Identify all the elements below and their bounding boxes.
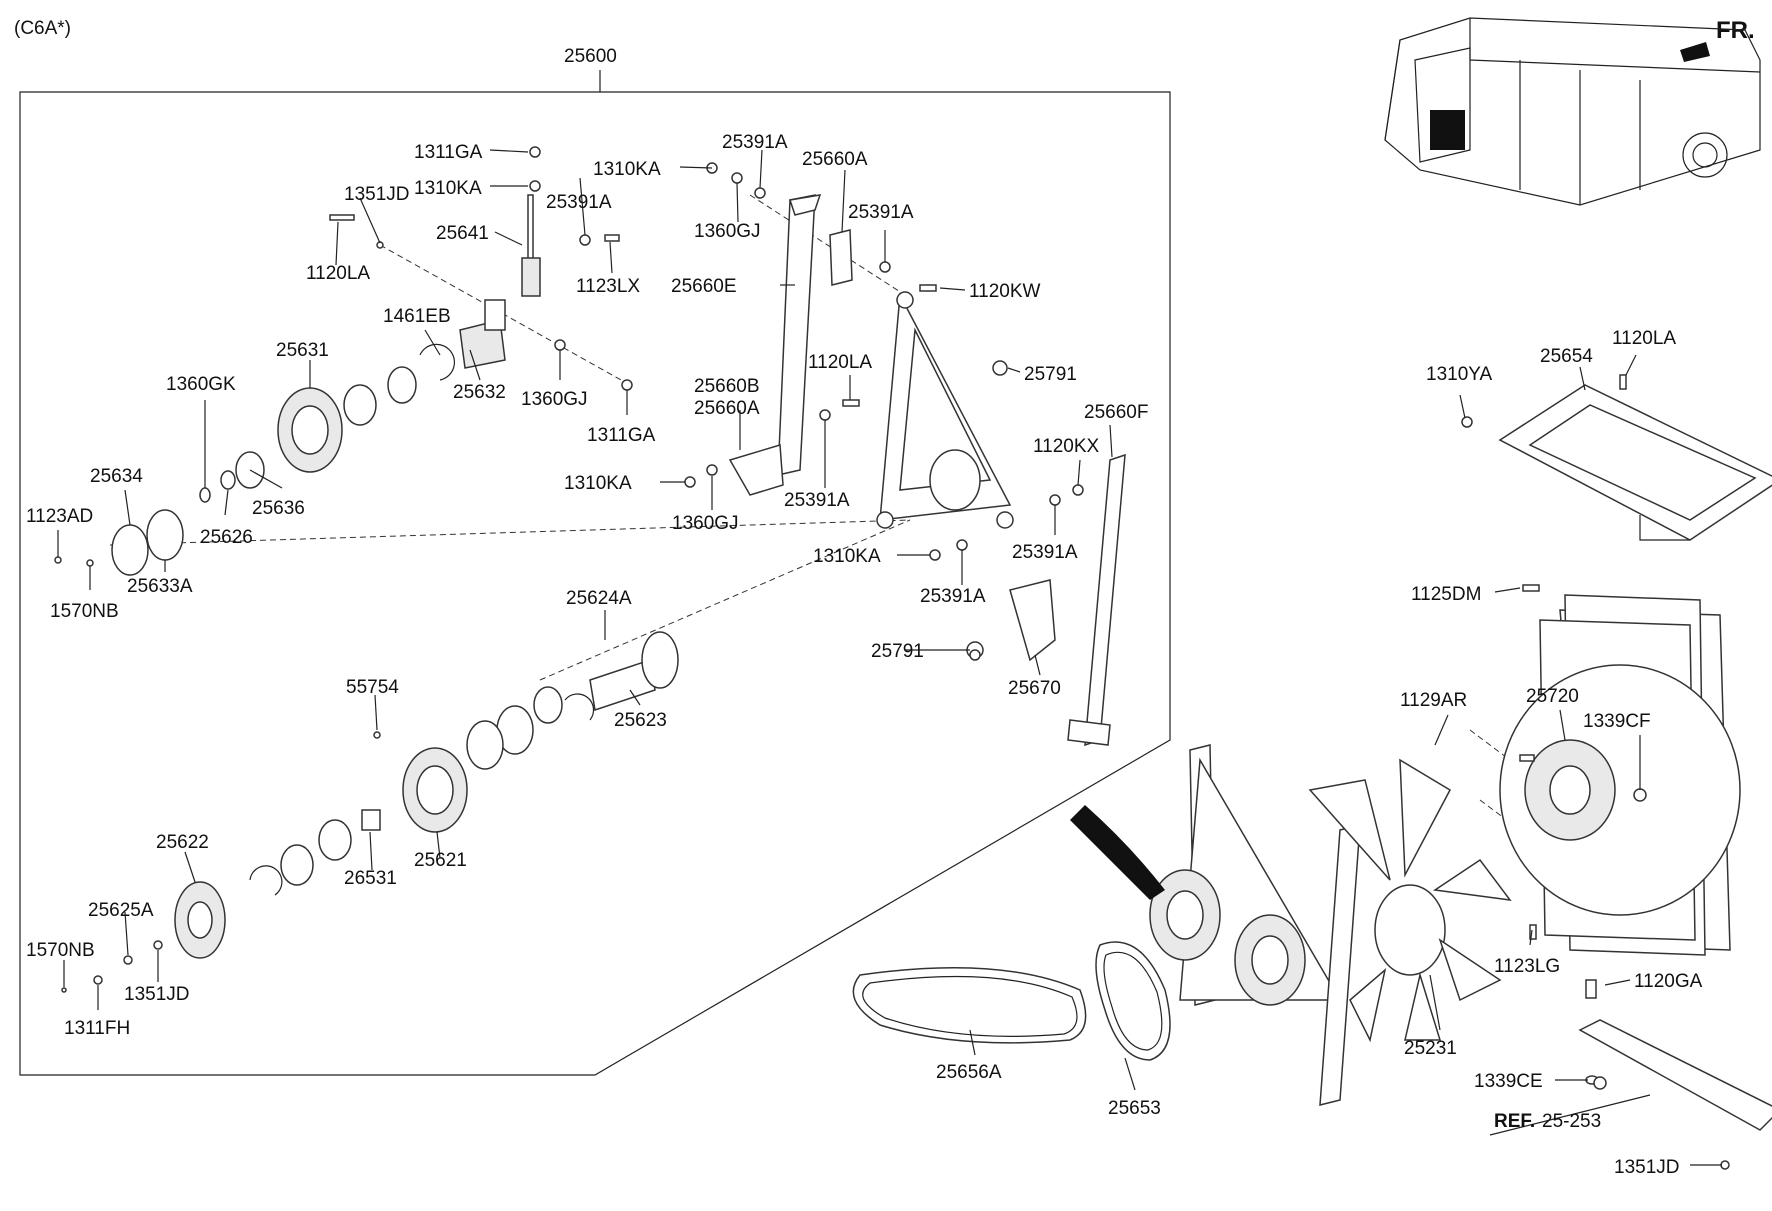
label-1360GJ-c: 1360GJ (672, 513, 739, 534)
label-25791-a: 25791 (1024, 364, 1077, 385)
part-tensioner-arm-frame (876, 291, 1014, 529)
label-26531: 26531 (344, 868, 397, 889)
label-1125DM: 1125DM (1411, 584, 1481, 605)
label-25633A: 25633A (127, 576, 193, 597)
part-belt-25653 (1095, 941, 1171, 1061)
label-1120KW: 1120KW (969, 281, 1041, 302)
label-1310KA-b: 1310KA (593, 159, 661, 180)
label-25624A: 25624A (566, 588, 632, 609)
label-1351JD-top: 1351JD (344, 184, 410, 205)
part-bracket-25660E (777, 194, 822, 476)
label-1310KA-top: 1310KA (414, 178, 482, 199)
label-1120LA-mid: 1120LA (808, 352, 872, 373)
label-25654: 25654 (1540, 346, 1593, 367)
label-25641: 25641 (436, 223, 489, 244)
label-25631: 25631 (276, 340, 329, 361)
variant-code: (C6A*) (14, 18, 71, 39)
part-fan-clutch-25720 (1524, 739, 1616, 841)
label-1311GA-b: 1311GA (587, 425, 656, 446)
label-1311GA-top: 1311GA (414, 142, 483, 163)
part-bearing-set-left (54, 451, 265, 576)
part-radiator-upper-frame-25654 (1498, 384, 1772, 541)
label-25660A-mid: 25660A (694, 398, 760, 419)
label-1351JD-b: 1351JD (124, 984, 190, 1005)
label-25720: 25720 (1526, 686, 1579, 707)
part-pulley-25622 (61, 881, 226, 993)
label-1120LA-left: 1120LA (306, 263, 370, 284)
label-25653: 25653 (1108, 1098, 1161, 1119)
label-1120LA-right: 1120LA (1612, 328, 1676, 349)
assembly-25600-outline (19, 70, 1171, 1076)
label-1310YA: 1310YA (1426, 364, 1493, 385)
label-25626: 25626 (200, 527, 253, 548)
label-1310KA-c: 1310KA (564, 473, 632, 494)
part-bracket-25660A (728, 229, 853, 496)
label-1123LG: 1123LG (1494, 956, 1560, 977)
label-1339CF: 1339CF (1583, 711, 1651, 732)
label-25623: 25623 (614, 710, 667, 731)
front-direction-arrow-icon (1680, 42, 1710, 62)
label-25600: 25600 (564, 46, 617, 67)
part-tensioner-rod (521, 146, 541, 297)
label-25391A-e: 25391A (1012, 542, 1078, 563)
label-25391A-f: 25391A (920, 586, 986, 607)
part-housing-25621 (249, 731, 468, 896)
label-25636: 25636 (252, 498, 305, 519)
part-fan-25231 (1308, 758, 1512, 1043)
label-25791-b: 25791 (871, 641, 924, 662)
label-1311FH: 1311FH (64, 1018, 130, 1039)
label-1123AD: 1123AD (26, 506, 93, 527)
label-25670: 25670 (1008, 678, 1061, 699)
part-shaft-25623 (564, 631, 679, 721)
label-ref: REF. (1494, 1111, 1535, 1132)
label-25391A-c: 25391A (848, 202, 914, 223)
label-25231: 25231 (1404, 1038, 1457, 1059)
front-direction-label: FR. (1716, 17, 1755, 44)
leader-lines (57, 149, 1722, 1166)
label-1123LX: 1123LX (576, 276, 640, 297)
label-1360GK: 1360GK (166, 374, 236, 395)
label-1360GJ-a: 1360GJ (521, 389, 588, 410)
part-lower-bracket-ref (1578, 979, 1772, 1131)
label-1310KA-d: 1310KA (813, 546, 881, 567)
label-25625A: 25625A (88, 900, 154, 921)
label-1461EB: 1461EB (383, 306, 451, 327)
label-25660B: 25660B (694, 376, 760, 397)
part-radiator-shroud (1499, 594, 1741, 956)
label-25391A-b: 25391A (722, 132, 788, 153)
label-1570NB-b: 1570NB (26, 940, 95, 961)
label-25391A-a: 25391A (546, 192, 612, 213)
label-25632: 25632 (453, 382, 506, 403)
label-1360GJ-b: 1360GJ (694, 221, 761, 242)
label-1351JD-c: 1351JD (1614, 1157, 1680, 1178)
label-1339CE: 1339CE (1474, 1071, 1543, 1092)
label-55754: 55754 (346, 677, 399, 698)
label-25391A-d: 25391A (784, 490, 850, 511)
part-assembled-tensioner (1070, 744, 1361, 1106)
part-labels: 1311GA 1310KA 1351JD 25641 1120LA 25391A… (26, 132, 1703, 1178)
part-bearing-set-lower (466, 686, 563, 770)
label-1129AR: 1129AR (1400, 690, 1467, 711)
part-belt-25656A (852, 966, 1087, 1044)
label-1120GA: 1120GA (1634, 971, 1703, 992)
label-25660E: 25660E (671, 276, 737, 297)
part-bracket-25660F (1067, 453, 1126, 747)
label-25634: 25634 (90, 466, 143, 487)
label-25656A: 25656A (936, 1062, 1002, 1083)
label-25660A-top: 25660A (802, 149, 868, 170)
label-ref-number: 25-253 (1542, 1111, 1601, 1132)
label-1120KX: 1120KX (1033, 436, 1100, 457)
part-tensioner-shaft-25632 (459, 299, 506, 369)
label-1570NB-a: 1570NB (50, 601, 119, 622)
part-pulley-25631 (277, 343, 456, 473)
label-25660F: 25660F (1084, 402, 1148, 423)
vehicle-location-thumbnail (1384, 17, 1761, 206)
fastener-markers (329, 162, 1730, 1170)
label-25622: 25622 (156, 832, 209, 853)
label-25621: 25621 (414, 850, 467, 871)
